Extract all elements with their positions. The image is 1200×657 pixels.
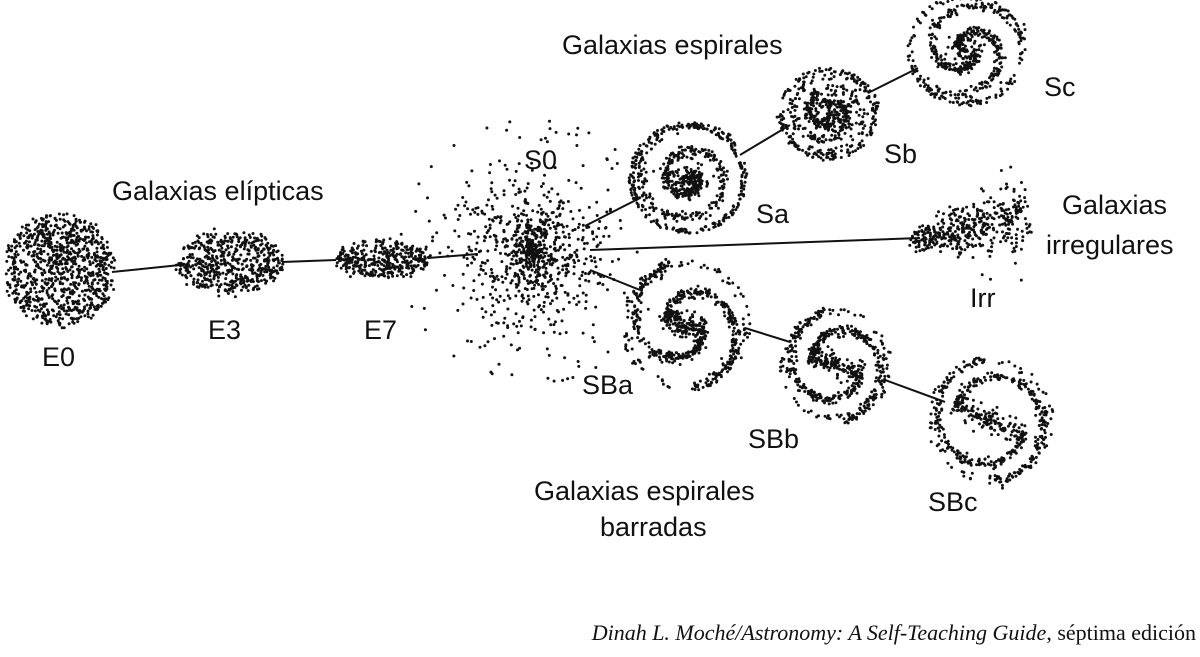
label-e0: E0: [42, 342, 75, 372]
group-label-elliptical: Galaxias elípticas: [112, 176, 324, 206]
label-sa: Sa: [756, 199, 789, 229]
group-label-irregular-2: irregulares: [1046, 230, 1174, 260]
group-label-irregular-1: Galaxias: [1062, 190, 1167, 220]
group-label-barred-2: barradas: [600, 512, 707, 542]
galaxy-e7: [335, 237, 432, 279]
galaxy-sb: [776, 67, 880, 162]
galaxy-sbc: [929, 357, 1054, 490]
source-caption: Dinah L. Moché/Astronomy: A Self-Teachin…: [592, 620, 1196, 646]
line-e3-e7: [282, 260, 336, 262]
galaxy-e0: [5, 212, 116, 329]
galaxy-sbb: [779, 307, 892, 425]
label-irr: Irr: [970, 283, 995, 313]
group-label-barred-1: Galaxias espirales: [534, 476, 755, 506]
galaxy-group: [5, 0, 1054, 490]
label-sbc: SBc: [928, 487, 978, 517]
line-s0-sa: [585, 198, 640, 226]
galaxy-sc: [907, 0, 1027, 107]
caption-edition: , séptima edición: [1046, 620, 1196, 645]
label-sc: Sc: [1044, 72, 1076, 102]
galaxy-irr: [908, 166, 1033, 282]
label-sb: Sb: [884, 139, 917, 169]
galaxy-sba: [623, 258, 751, 391]
line-sb-sc: [870, 68, 918, 92]
label-sba: SBa: [582, 370, 633, 400]
galaxy-e3: [175, 227, 285, 298]
label-e3: E3: [208, 315, 241, 345]
line-s0-irr: [590, 238, 920, 250]
label-s0: S0: [524, 145, 557, 175]
label-sbb: SBb: [748, 424, 799, 454]
galaxy-sa: [628, 121, 749, 234]
line-sba-sbb: [745, 328, 790, 342]
label-e7: E7: [364, 315, 397, 345]
caption-source-italic: Dinah L. Moché/Astronomy: A Self-Teachin…: [592, 620, 1047, 645]
group-label-spiral: Galaxias espirales: [562, 30, 783, 60]
line-e0-e3: [112, 265, 180, 272]
line-e7-s0: [428, 254, 478, 258]
